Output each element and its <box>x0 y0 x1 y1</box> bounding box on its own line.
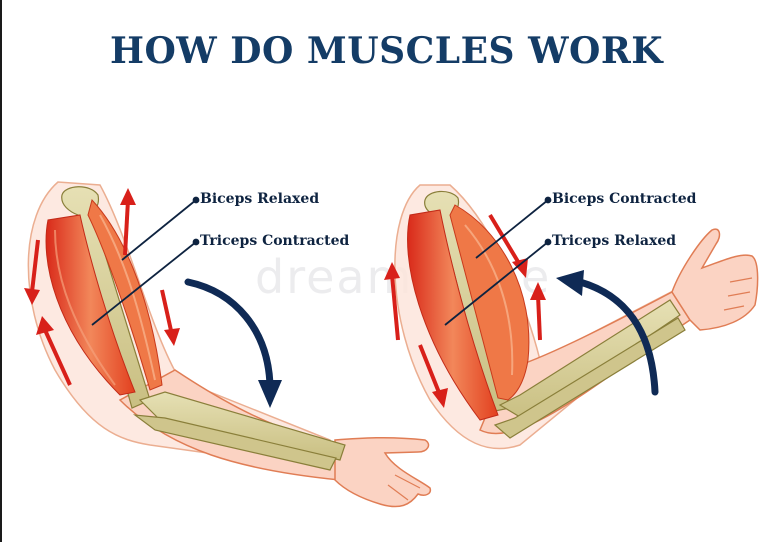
diagram-title: HOW DO MUSCLES WORK <box>109 30 664 72</box>
left-arm-illustration <box>24 181 432 508</box>
extension-motion-arrow-icon <box>184 278 282 408</box>
label-triceps-relaxed: Triceps Relaxed <box>552 233 677 249</box>
left-force-arrows <box>24 188 180 386</box>
left-leader-lines <box>91 196 200 326</box>
right-leader-lines <box>444 196 552 326</box>
frame-edge <box>0 0 2 542</box>
label-biceps-relaxed: Biceps Relaxed <box>200 191 320 207</box>
right-hand <box>671 228 759 331</box>
label-biceps-contracted: Biceps Contracted <box>552 191 697 207</box>
flexion-motion-arrow-icon <box>556 270 659 396</box>
left-hand <box>334 436 432 508</box>
right-force-arrows <box>384 213 546 408</box>
label-triceps-contracted: Triceps Contracted <box>200 233 350 249</box>
right-arm-illustration <box>384 184 759 450</box>
